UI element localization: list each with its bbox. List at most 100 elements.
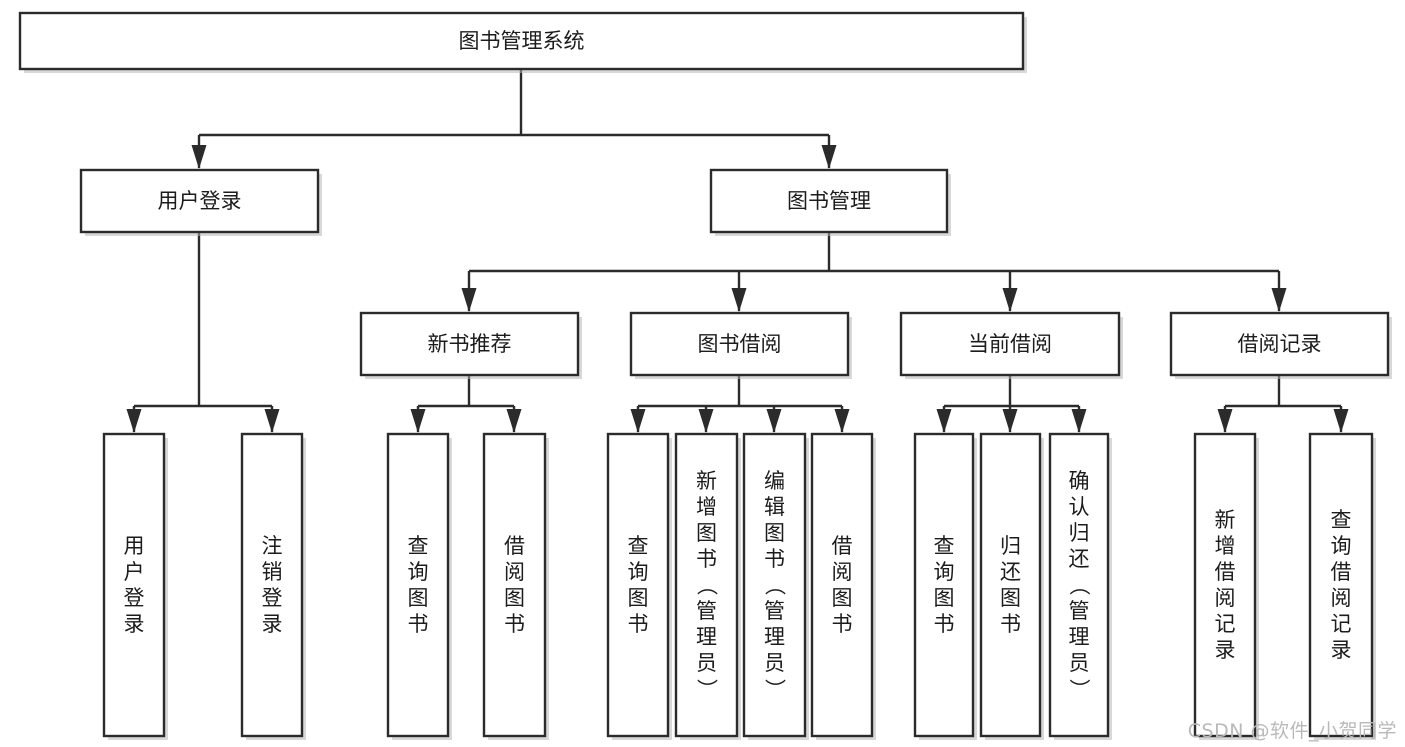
- node-label-char: （: [695, 575, 719, 596]
- node-book-borrow[interactable]: 图书借阅: [629, 311, 852, 379]
- node-box[interactable]: [810, 432, 874, 738]
- node-box[interactable]: [386, 432, 450, 738]
- node-label-char: 书: [1000, 612, 1021, 636]
- node-label-char: 还: [1069, 547, 1090, 571]
- node-box[interactable]: [709, 168, 949, 234]
- node-root[interactable]: 图书管理系统: [18, 11, 1027, 73]
- node-label-char: 注: [262, 534, 283, 558]
- node-box[interactable]: [482, 432, 547, 738]
- node-leaf-query-record[interactable]: 查询借阅记录查询借阅记录: [1308, 432, 1376, 740]
- node-label-char: 借: [1331, 560, 1352, 584]
- edge-arrowhead: [1271, 288, 1287, 312]
- node-label-char: 询: [408, 560, 429, 584]
- edge-arrowhead: [821, 145, 837, 169]
- node-leaf-user-login[interactable]: 用户登录用户登录: [102, 432, 168, 740]
- node-box[interactable]: [674, 432, 739, 738]
- node-label: 图书借阅: [698, 332, 782, 356]
- node-box[interactable]: [742, 432, 807, 738]
- node-box[interactable]: [1048, 432, 1110, 738]
- node-label-char: 还: [1000, 560, 1021, 584]
- edge-arrowhead: [191, 145, 207, 169]
- node-leaf-query-book-rec[interactable]: 查询图书查询图书: [386, 432, 452, 740]
- node-label-char: 员: [764, 651, 785, 675]
- node-leaf-query-book-current[interactable]: 查询图书查询图书: [913, 432, 977, 740]
- node-label-char: 图: [934, 586, 955, 610]
- node-borrow-record[interactable]: 借阅记录: [1169, 311, 1392, 379]
- node-box[interactable]: [240, 432, 304, 738]
- edge-arrowhead: [1217, 409, 1233, 433]
- node-box[interactable]: [79, 168, 320, 234]
- edge-arrowhead: [126, 409, 142, 433]
- node-box[interactable]: [18, 11, 1025, 71]
- node-label-char: 理: [1069, 625, 1090, 649]
- node-label: 图书管理: [787, 189, 871, 213]
- node-label-char: 登: [262, 586, 283, 610]
- node-label-char: 录: [262, 612, 283, 636]
- node-label-char: 录: [124, 612, 145, 636]
- node-leaf-add-record[interactable]: 新增借阅记录新增借阅记录: [1193, 432, 1259, 740]
- node-label-char: 用: [124, 534, 145, 558]
- edge-arrowhead: [1071, 409, 1087, 433]
- node-label-char: 归: [1069, 521, 1090, 545]
- node-label: 当前借阅: [968, 332, 1052, 356]
- node-label-char: 新: [1215, 508, 1236, 532]
- node-box[interactable]: [629, 311, 850, 377]
- node-leaf-borrow-book-rec[interactable]: 借阅图书借阅图书: [482, 432, 549, 740]
- node-label-char: 查: [408, 534, 429, 558]
- node-box[interactable]: [1308, 432, 1374, 738]
- edge-arrowhead: [264, 409, 280, 433]
- node-book-manage[interactable]: 图书管理: [709, 168, 951, 236]
- node-leaf-borrow-book[interactable]: 借阅图书借阅图书: [810, 432, 876, 740]
- node-label-char: 借: [504, 534, 525, 558]
- node-user-login[interactable]: 用户登录: [79, 168, 322, 236]
- node-new-book-recommend[interactable]: 新书推荐: [359, 311, 582, 379]
- edge-arrowhead: [698, 409, 714, 433]
- node-label-char: 询: [628, 560, 649, 584]
- node-box[interactable]: [913, 432, 975, 738]
- node-box[interactable]: [606, 432, 670, 738]
- node-box[interactable]: [102, 432, 166, 738]
- node-box[interactable]: [1193, 432, 1257, 738]
- node-label-char: 书: [696, 547, 717, 571]
- node-label-char: 管: [764, 599, 785, 623]
- node-label-char: （: [763, 575, 787, 596]
- node-label-char: 增: [1215, 534, 1236, 558]
- node-box[interactable]: [979, 432, 1042, 738]
- node-label-char: 认: [1069, 495, 1090, 519]
- node-box[interactable]: [1169, 311, 1390, 377]
- edge-arrowhead: [1002, 288, 1018, 312]
- node-label-char: 查: [628, 534, 649, 558]
- edge-arrowhead: [506, 409, 522, 433]
- node-leaf-logout[interactable]: 注销登录注销登录: [240, 432, 306, 740]
- node-label-char: 图: [408, 586, 429, 610]
- node-box[interactable]: [359, 311, 580, 377]
- node-label-char: （: [1067, 575, 1091, 596]
- node-current-borrow[interactable]: 当前借阅: [899, 311, 1123, 379]
- node-label-char: ）: [763, 679, 787, 700]
- node-label-char: 户: [124, 560, 145, 584]
- node-label: 借阅记录: [1238, 332, 1322, 356]
- node-label: 图书管理系统: [459, 29, 585, 53]
- node-label-char: 阅: [1215, 586, 1236, 610]
- node-label-char: 新: [696, 469, 717, 493]
- node-box[interactable]: [899, 311, 1121, 377]
- edge-arrowhead: [936, 409, 952, 433]
- node-label-char: 录: [1215, 638, 1236, 662]
- node-label-char: 图: [628, 586, 649, 610]
- edge-arrowhead: [630, 409, 646, 433]
- node-label-char: 书: [764, 547, 785, 571]
- node-leaf-return-book[interactable]: 归还图书归还图书: [979, 432, 1044, 740]
- node-leaf-query-book-borrow[interactable]: 查询图书查询图书: [606, 432, 672, 740]
- node-label-char: 阅: [832, 560, 853, 584]
- edge-arrowhead: [1333, 409, 1349, 433]
- node-label-char: 借: [1215, 560, 1236, 584]
- node-label-char: 辑: [764, 495, 785, 519]
- node-label-char: 阅: [504, 560, 525, 584]
- node-label-char: ）: [695, 679, 719, 700]
- node-label-char: 管: [696, 599, 717, 623]
